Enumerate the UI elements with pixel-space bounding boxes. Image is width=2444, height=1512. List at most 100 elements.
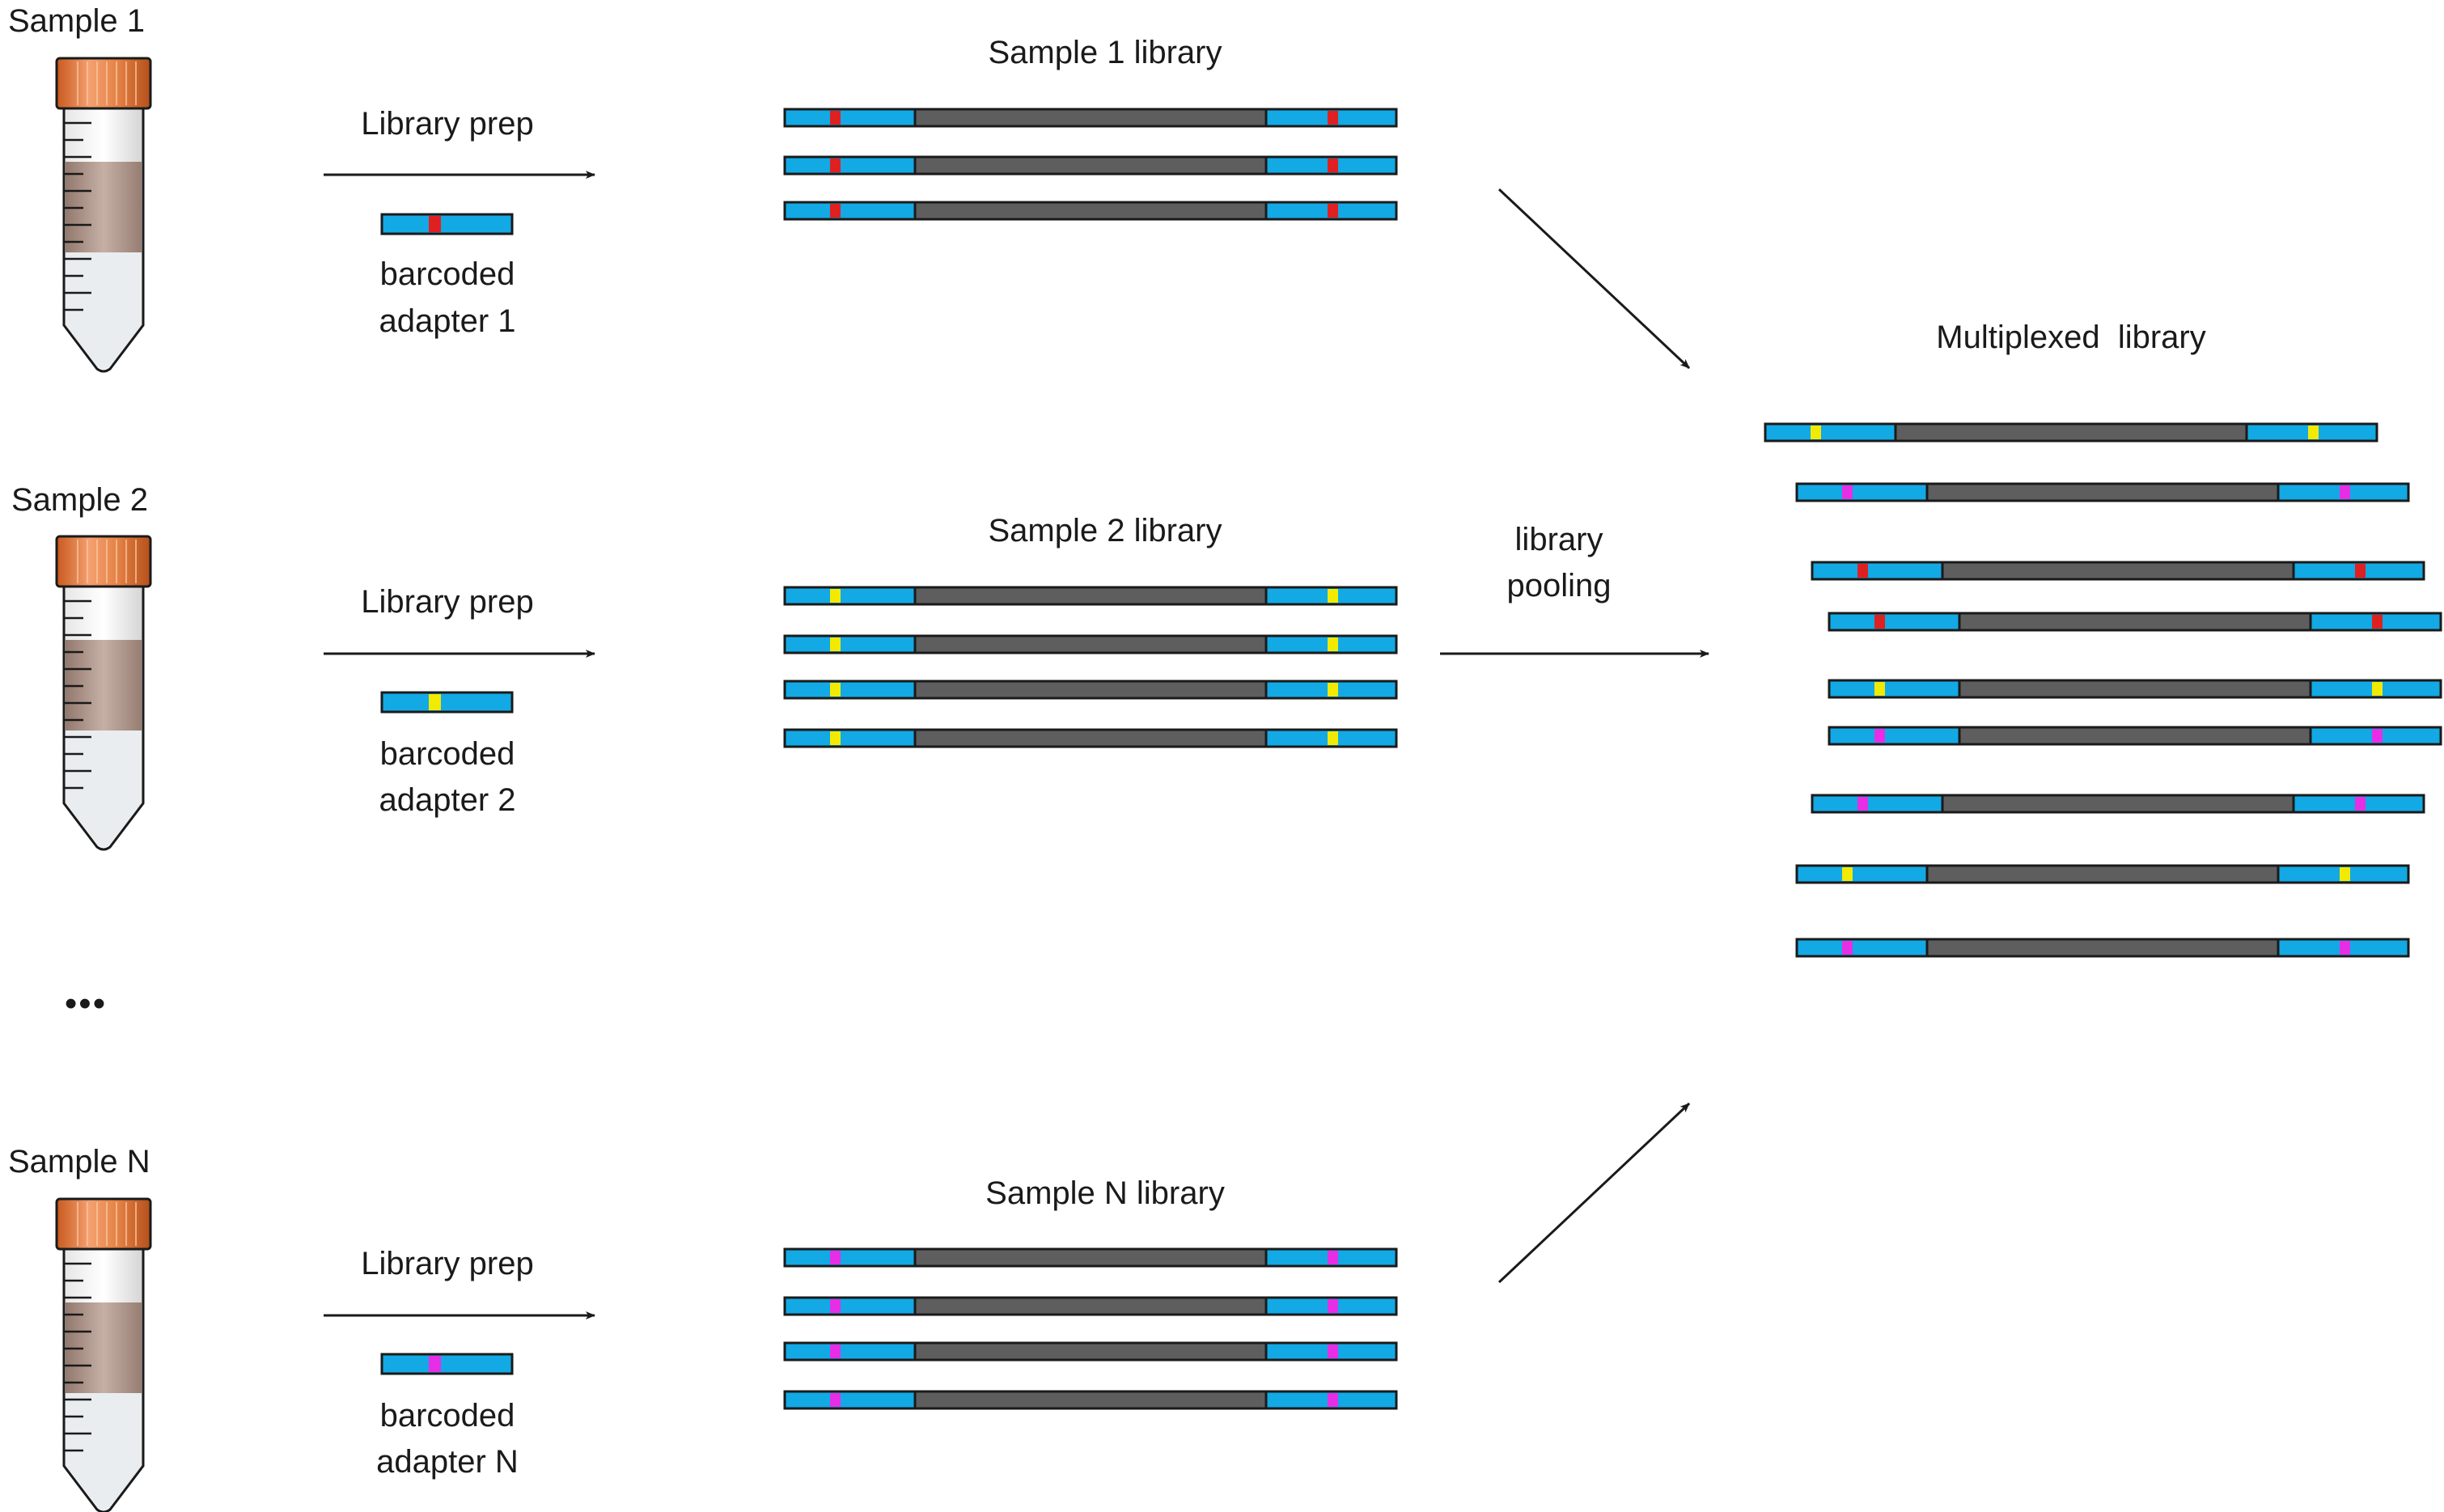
- barcode-mark: [830, 1299, 841, 1313]
- barcode-mark: [1328, 1299, 1338, 1313]
- adapter-segment: [783, 1296, 917, 1316]
- adapter-segment: [1795, 864, 1929, 884]
- library-title: Sample 1 library: [988, 35, 1222, 70]
- insert-segment: [1958, 679, 2312, 699]
- barcode-mark: [2372, 615, 2383, 629]
- library-prep-label: Library prep: [361, 584, 533, 620]
- sample-row-2: Sample 2 Library prep barcoded adapter 2…: [11, 482, 1398, 851]
- adapter-segment: [1764, 422, 1897, 443]
- library-fragment: [783, 201, 1398, 221]
- barcode-mark: [1328, 637, 1338, 651]
- sample-library: [783, 108, 1398, 221]
- insert-segment: [913, 586, 1268, 606]
- barcode-mark: [2308, 426, 2319, 439]
- insert-segment: [913, 155, 1268, 176]
- insert-segment: [913, 108, 1268, 128]
- barcode-mark: [830, 159, 841, 172]
- barcode-mark: [1328, 1393, 1338, 1407]
- barcode-mark: [2340, 941, 2350, 955]
- pooling-label-line1: library: [1515, 522, 1603, 557]
- barcode-mark: [830, 111, 841, 125]
- insert-segment: [913, 680, 1268, 700]
- barcode-mark: [1328, 589, 1338, 603]
- library-fragment: [1828, 679, 2442, 699]
- barcode-mark: [830, 683, 841, 697]
- barcode-mark: [1842, 941, 1853, 955]
- barcode-mark: [830, 204, 841, 218]
- library-fragment: [783, 586, 1398, 606]
- barcode-mark: [1328, 1345, 1338, 1358]
- adapter-segment: [1811, 794, 1944, 814]
- library-fragment: [1828, 726, 2442, 746]
- barcode-mark: [830, 637, 841, 651]
- adapter-segment: [783, 634, 917, 654]
- barcode-mark: [1874, 729, 1885, 743]
- insert-segment: [913, 728, 1268, 748]
- insert-segment: [913, 201, 1268, 221]
- pooling-label-line2: pooling: [1506, 568, 1611, 604]
- library-fragment: [1828, 612, 2442, 632]
- barcode-mark: [830, 1251, 841, 1264]
- adapter-segment: [783, 201, 917, 221]
- library-fragment: [1811, 561, 2425, 581]
- barcoded-adapter-icon: [380, 213, 514, 235]
- barcode-mark: [1328, 1251, 1338, 1264]
- barcode-mark: [1874, 682, 1885, 696]
- adapter-segment: [1811, 561, 1944, 581]
- adapter-label-line1: barcoded: [380, 256, 515, 292]
- library-fragment: [783, 1341, 1398, 1362]
- sample-row-N: Sample N Library prep barcoded adapter N…: [8, 1144, 1398, 1512]
- barcode-mark: [1857, 797, 1868, 811]
- library-fragment: [783, 680, 1398, 700]
- library-fragment: [1795, 482, 2410, 502]
- barcode-mark: [830, 731, 841, 745]
- adapter-segment: [783, 1390, 917, 1410]
- pooling-arrow-from-sample-N: [1497, 1102, 1691, 1284]
- barcode-mark: [1328, 159, 1338, 172]
- pooling-arrow-from-sample-1: [1497, 188, 1691, 370]
- insert-segment: [913, 634, 1268, 654]
- sample-tube-icon: [55, 535, 152, 851]
- adapter-segment: [1828, 612, 1961, 632]
- adapter-segment: [783, 155, 917, 176]
- insert-segment: [1941, 794, 2295, 814]
- barcode-mark: [2355, 797, 2366, 811]
- sample-label: Sample 1: [8, 3, 145, 39]
- barcode-mark: [830, 1345, 841, 1358]
- adapter-segment: [783, 680, 917, 700]
- barcode-mark: [2372, 729, 2383, 743]
- library-fragment: [783, 1296, 1398, 1316]
- adapter-segment: [1828, 726, 1961, 746]
- sample-tube-icon: [55, 1197, 152, 1512]
- insert-segment: [913, 1390, 1268, 1410]
- insert-segment: [1958, 726, 2312, 746]
- sample-row-1: Sample 1 Library prep barcoded adapter 1…: [8, 3, 1398, 373]
- sample-library: [783, 586, 1398, 748]
- barcode-mark: [1328, 111, 1338, 125]
- sample-library: [783, 1247, 1398, 1410]
- barcoded-adapter-icon: [380, 691, 514, 714]
- library-fragment: [783, 1247, 1398, 1268]
- barcode-mark: [1842, 485, 1853, 499]
- multiplexed-library: [1764, 422, 2442, 958]
- library-title: Sample 2 library: [988, 513, 1222, 548]
- barcode-mark: [2372, 682, 2383, 696]
- insert-segment: [1925, 482, 2280, 502]
- library-fragment: [783, 1390, 1398, 1410]
- multiplexed-library-title: Multiplexed library: [1936, 320, 2205, 355]
- adapter-segment: [783, 586, 917, 606]
- library-title: Sample N library: [985, 1175, 1225, 1211]
- barcode-mark: [1857, 564, 1868, 578]
- barcode-mark: [1328, 683, 1338, 697]
- adapter-segment: [783, 108, 917, 128]
- adapter-segment: [783, 728, 917, 748]
- barcode-mark: [830, 589, 841, 603]
- library-fragment: [783, 728, 1398, 748]
- more-samples-ellipsis: •••: [65, 984, 107, 1023]
- adapter-label-line2: adapter N: [376, 1444, 519, 1480]
- insert-segment: [1894, 422, 2248, 443]
- sample-label: Sample 2: [11, 482, 148, 518]
- insert-segment: [1925, 864, 2280, 884]
- barcode-mark: [2340, 485, 2350, 499]
